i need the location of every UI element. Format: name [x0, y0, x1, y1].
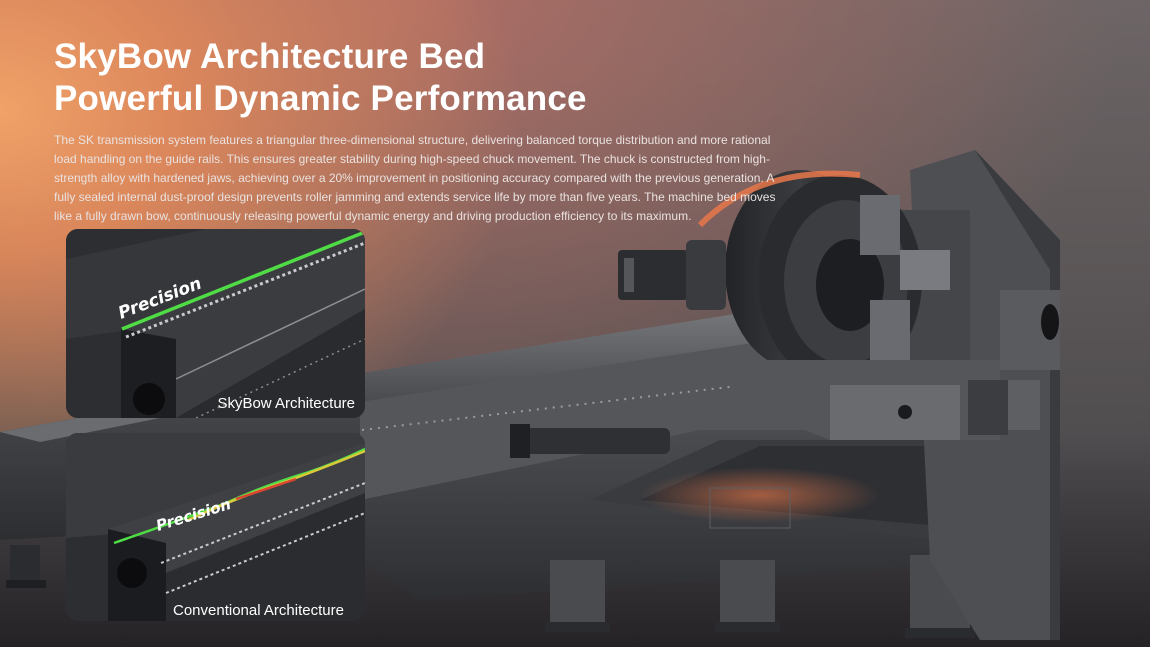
title-line-1: SkyBow Architecture Bed — [54, 37, 486, 76]
conventional-rail-illustration: Precision — [66, 433, 365, 621]
title-line-2: Powerful Dynamic Performance — [54, 79, 587, 118]
page-title: SkyBow Architecture Bed Powerful Dynamic… — [54, 36, 794, 120]
header: SkyBow Architecture Bed Powerful Dynamic… — [54, 36, 794, 226]
description-paragraph: The SK transmission system features a tr… — [54, 133, 776, 223]
conventional-architecture-card: Precision Conventional Architecture — [66, 433, 365, 621]
skybow-rail-illustration: Precision — [66, 229, 365, 418]
skybow-architecture-label: SkyBow Architecture — [217, 395, 355, 412]
skybow-architecture-card: Precision SkyBow Architecture — [66, 229, 365, 418]
conventional-architecture-label: Conventional Architecture — [173, 602, 344, 619]
